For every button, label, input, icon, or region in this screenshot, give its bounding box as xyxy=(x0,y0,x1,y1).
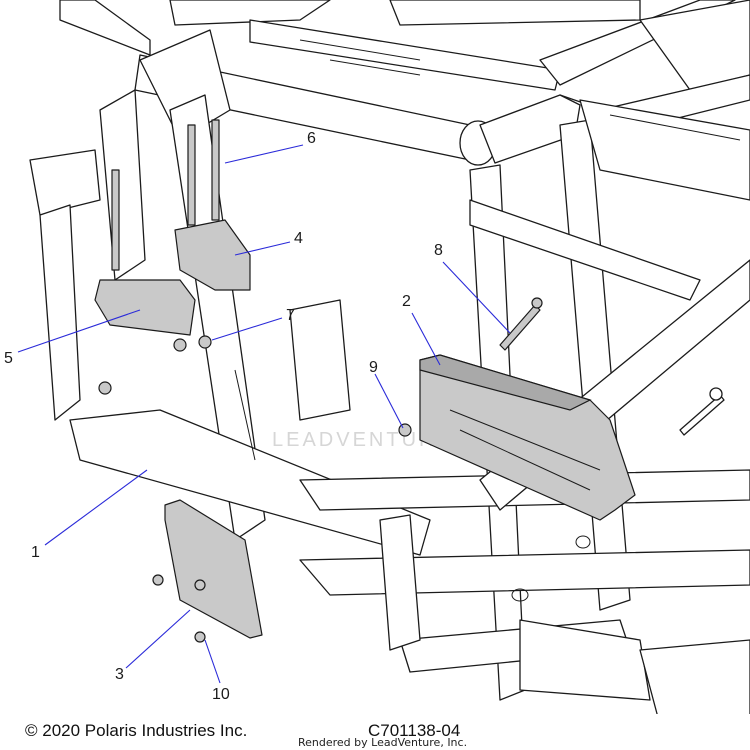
callout-6: 6 xyxy=(307,130,316,147)
part-10-screws xyxy=(152,574,206,643)
part-3-skid-plate xyxy=(164,499,263,639)
callout-8: 8 xyxy=(434,242,443,259)
callout-7: 7 xyxy=(286,307,295,324)
callout-3: 3 xyxy=(115,666,124,683)
callout-4: 4 xyxy=(294,230,303,247)
callout-9: 9 xyxy=(369,359,378,376)
part-5-lower-mount-bracket xyxy=(94,279,196,336)
rendered-by-text: Rendered by LeadVenture, Inc. xyxy=(298,736,467,749)
callout-5: 5 xyxy=(4,350,13,367)
part-number: C701138-04 xyxy=(368,721,460,740)
frame-structure xyxy=(29,0,750,726)
callout-1: 1 xyxy=(31,544,40,561)
callout-numbers: 1 2 3 4 5 6 7 8 9 10 xyxy=(4,130,443,703)
copyright-text: © 2020 Polaris Industries Inc. xyxy=(25,721,247,740)
callout-2: 2 xyxy=(402,293,411,310)
footer: © 2020 Polaris Industries Inc. C701138-0… xyxy=(0,714,750,750)
part-4-upper-mount-bracket xyxy=(174,219,251,291)
part-2-front-crossmember-bracket xyxy=(419,354,636,521)
part-6-bolts xyxy=(111,119,220,271)
part-9-flange-nut xyxy=(398,423,412,437)
callout-10: 10 xyxy=(212,686,230,703)
part-8-long-bolt xyxy=(499,297,543,351)
leader-lines xyxy=(17,144,511,684)
part-7-nuts xyxy=(98,335,212,395)
